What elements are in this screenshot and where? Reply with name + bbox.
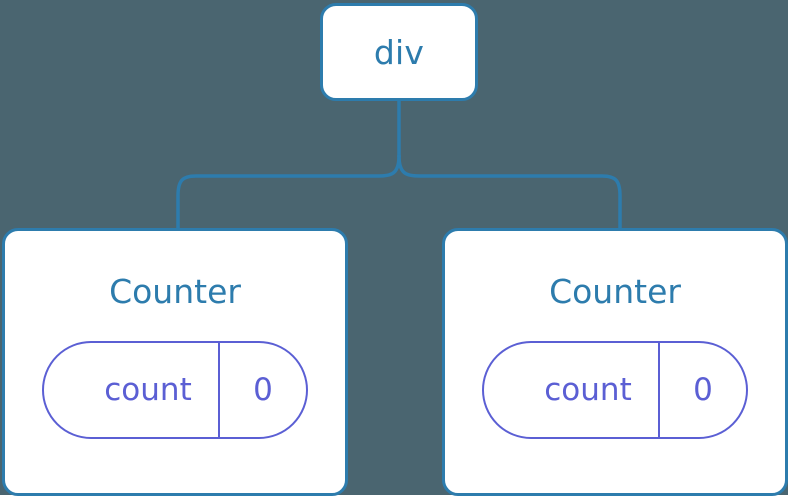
node-div-label: div xyxy=(373,32,425,72)
connector-branch-right xyxy=(397,154,622,232)
state-key-right: count xyxy=(544,371,632,408)
node-counter-left[interactable]: Counter count 0 xyxy=(2,228,348,496)
state-key-left: count xyxy=(104,371,192,408)
node-counter-right-label: Counter xyxy=(549,272,681,311)
state-pill-left[interactable]: count 0 xyxy=(42,341,308,439)
state-value-left: 0 xyxy=(218,343,306,437)
node-counter-left-label: Counter xyxy=(109,272,241,311)
state-value-right: 0 xyxy=(658,343,746,437)
connector-branch-left xyxy=(176,154,401,232)
state-pill-right[interactable]: count 0 xyxy=(482,341,748,439)
node-counter-right[interactable]: Counter count 0 xyxy=(442,228,788,496)
node-div[interactable]: div xyxy=(320,3,478,101)
